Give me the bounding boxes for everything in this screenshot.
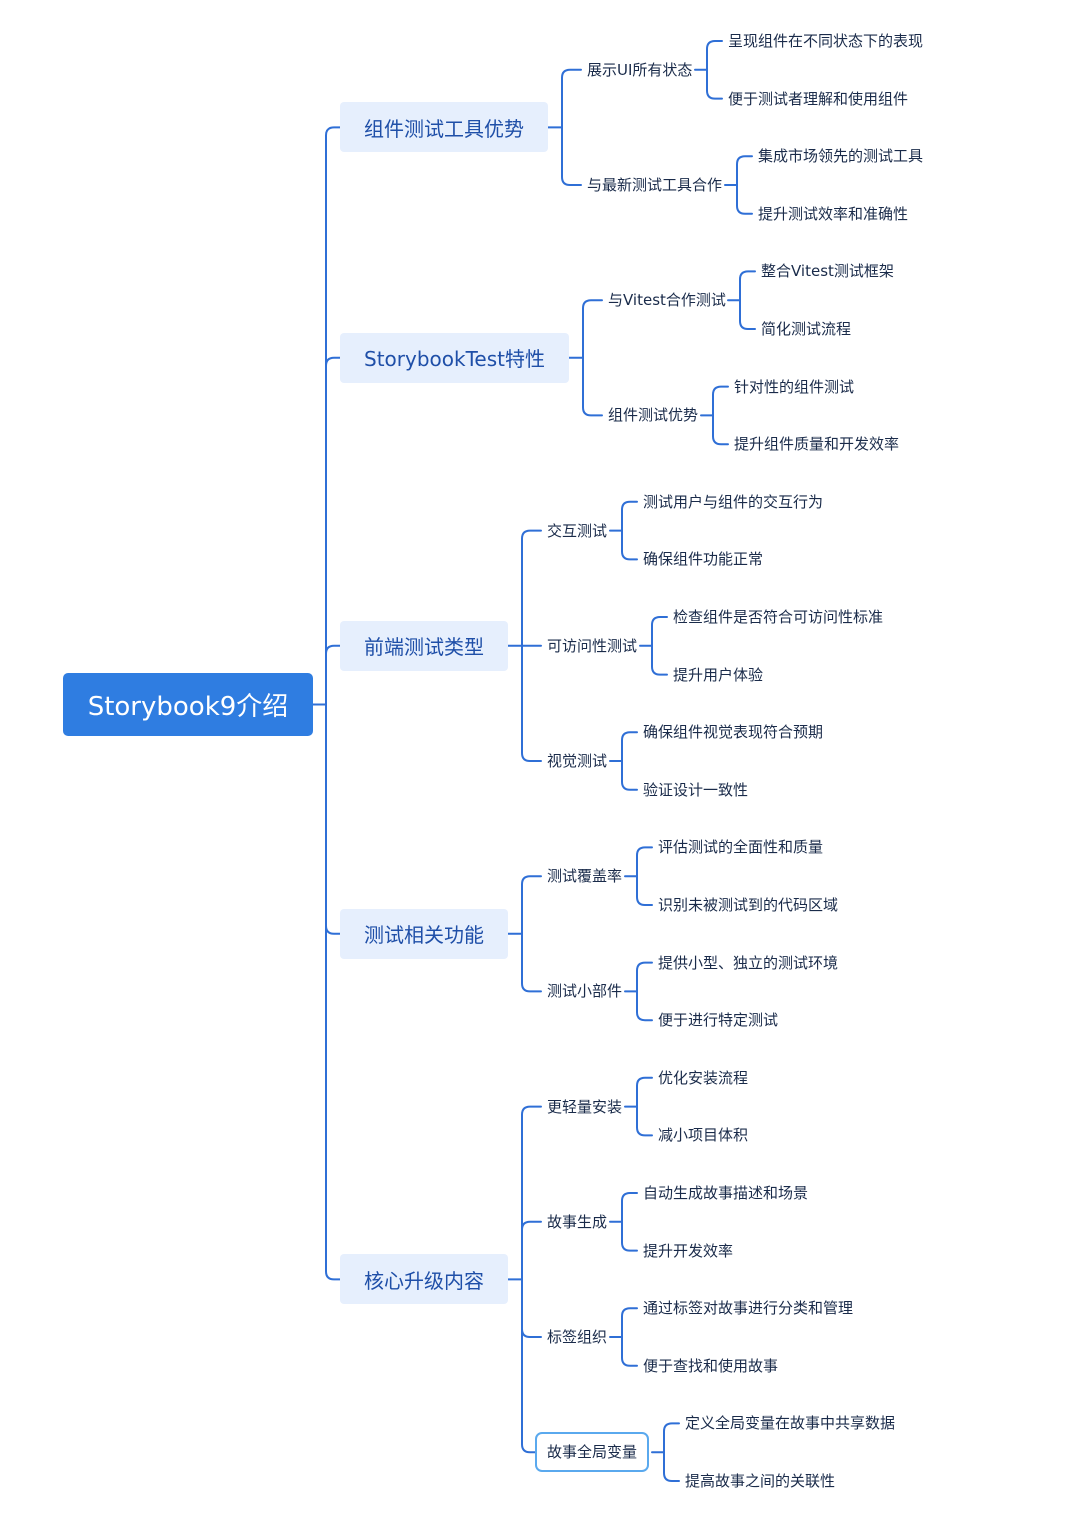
trunk-connector (325, 126, 341, 706)
leaf-node[interactable]: 便于查找和使用故事 (643, 1356, 779, 1375)
leaf-node[interactable]: 便于测试者理解和使用组件 (728, 89, 909, 108)
topic-node[interactable]: 与Vitest合作测试 (608, 291, 726, 310)
leaf-node[interactable]: 提升开发效率 (643, 1241, 734, 1260)
leaf-bracket-connector (636, 1105, 653, 1137)
leaf-bracket-connector (706, 68, 723, 100)
leaf-bracket-connector (636, 846, 653, 878)
leaf-bracket-connector (621, 1307, 638, 1338)
trunk-connector (325, 703, 341, 1281)
topic-bracket-connector (582, 356, 603, 417)
leaf-bracket-connector (621, 529, 638, 561)
leaf-node[interactable]: 针对性的组件测试 (734, 377, 855, 396)
leaf-node[interactable]: 评估测试的全面性和质量 (658, 838, 824, 857)
leaf-node[interactable]: 优化安装流程 (658, 1068, 749, 1087)
branch-node[interactable]: 核心升级内容 (340, 1254, 508, 1305)
leaf-node[interactable]: 确保组件功能正常 (643, 550, 764, 569)
branch-node[interactable]: 测试相关功能 (340, 908, 508, 959)
topic-bracket-connector (521, 1278, 542, 1454)
branch-node[interactable]: 组件测试工具优势 (340, 102, 548, 153)
leaf-bracket-connector (739, 299, 756, 330)
topic-node[interactable]: 测试覆盖率 (547, 867, 623, 886)
topic-node[interactable]: 视觉测试 (547, 752, 608, 770)
topic-node[interactable]: 标签组织 (547, 1328, 608, 1346)
leaf-node[interactable]: 识别未被测试到的代码区域 (658, 896, 839, 914)
trunk-connector (325, 703, 341, 935)
leaf-bracket-connector (636, 990, 653, 1022)
topic-bracket-connector (521, 1105, 542, 1281)
topic-node[interactable]: 交互测试 (547, 521, 608, 540)
topic-bracket-connector (561, 68, 582, 129)
topic-node[interactable]: 测试小部件 (547, 982, 623, 1001)
leaf-node[interactable]: 提供小型、独立的测试环境 (658, 953, 839, 972)
leaf-bracket-connector (739, 270, 756, 302)
topic-bracket-connector (521, 1220, 542, 1281)
leaf-bracket-connector (651, 644, 668, 676)
leaf-node[interactable]: 便于进行特定测试 (658, 1011, 779, 1030)
topic-bracket-connector (521, 1278, 542, 1338)
leaf-node[interactable]: 提升测试效率和准确性 (758, 204, 909, 223)
leaf-node[interactable]: 检查组件是否符合可访问性标准 (673, 608, 884, 626)
branch-node[interactable]: StorybookTest特性 (340, 332, 569, 383)
leaf-bracket-connector (621, 500, 638, 532)
leaf-node[interactable]: 测试用户与组件的交互行为 (643, 492, 824, 511)
leaf-node[interactable]: 整合Vitest测试框架 (761, 262, 894, 281)
topic-node[interactable]: 组件测试优势 (608, 406, 699, 425)
leaf-node[interactable]: 提高故事之间的关联性 (685, 1472, 836, 1490)
leaf-bracket-connector (651, 616, 668, 647)
topic-node[interactable]: 故事全局变量 (535, 1432, 650, 1473)
topic-bracket-connector (521, 644, 542, 762)
leaf-node[interactable]: 减小项目体积 (658, 1126, 749, 1145)
topic-bracket-connector (521, 932, 542, 993)
root-node[interactable]: Storybook9介绍 (63, 673, 313, 736)
leaf-node[interactable]: 验证设计一致性 (643, 780, 749, 799)
leaf-bracket-connector (663, 1451, 680, 1482)
leaf-node[interactable]: 自动生成故事描述和场景 (643, 1184, 809, 1202)
leaf-bracket-connector (621, 1220, 638, 1252)
leaf-bracket-connector (621, 1192, 638, 1223)
topic-node[interactable]: 与最新测试工具合作 (587, 176, 723, 194)
trunk-connector (325, 644, 341, 706)
leaf-node[interactable]: 提升用户体验 (673, 665, 764, 684)
leaf-bracket-connector (636, 961, 653, 993)
leaf-node[interactable]: 集成市场领先的测试工具 (758, 147, 924, 166)
topic-node[interactable]: 可访问性测试 (547, 636, 638, 655)
topic-node[interactable]: 展示UI所有状态 (587, 60, 693, 79)
leaf-bracket-connector (621, 1336, 638, 1367)
leaf-bracket-connector (636, 1076, 653, 1108)
leaf-bracket-connector (621, 760, 638, 791)
leaf-bracket-connector (706, 40, 723, 71)
leaf-node[interactable]: 提升组件质量和开发效率 (734, 435, 900, 454)
leaf-node[interactable]: 通过标签对故事进行分类和管理 (643, 1299, 854, 1318)
leaf-bracket-connector (712, 385, 729, 417)
topic-bracket-connector (521, 875, 542, 935)
topic-bracket-connector (521, 529, 542, 647)
topic-bracket-connector (561, 126, 582, 186)
leaf-node[interactable]: 定义全局变量在故事中共享数据 (685, 1414, 896, 1433)
leaf-bracket-connector (663, 1422, 680, 1454)
branch-node[interactable]: 前端测试类型 (340, 620, 508, 671)
leaf-bracket-connector (712, 414, 729, 446)
leaf-node[interactable]: 呈现组件在不同状态下的表现 (728, 32, 924, 50)
leaf-node[interactable]: 简化测试流程 (761, 320, 852, 338)
leaf-bracket-connector (736, 155, 753, 186)
topic-node[interactable]: 更轻量安装 (547, 1097, 623, 1116)
trunk-connector (325, 356, 341, 706)
leaf-bracket-connector (621, 731, 638, 762)
leaf-node[interactable]: 确保组件视觉表现符合预期 (643, 723, 824, 742)
leaf-bracket-connector (736, 184, 753, 215)
topic-node[interactable]: 故事生成 (547, 1212, 608, 1231)
leaf-bracket-connector (636, 875, 653, 906)
topic-bracket-connector (582, 299, 603, 359)
